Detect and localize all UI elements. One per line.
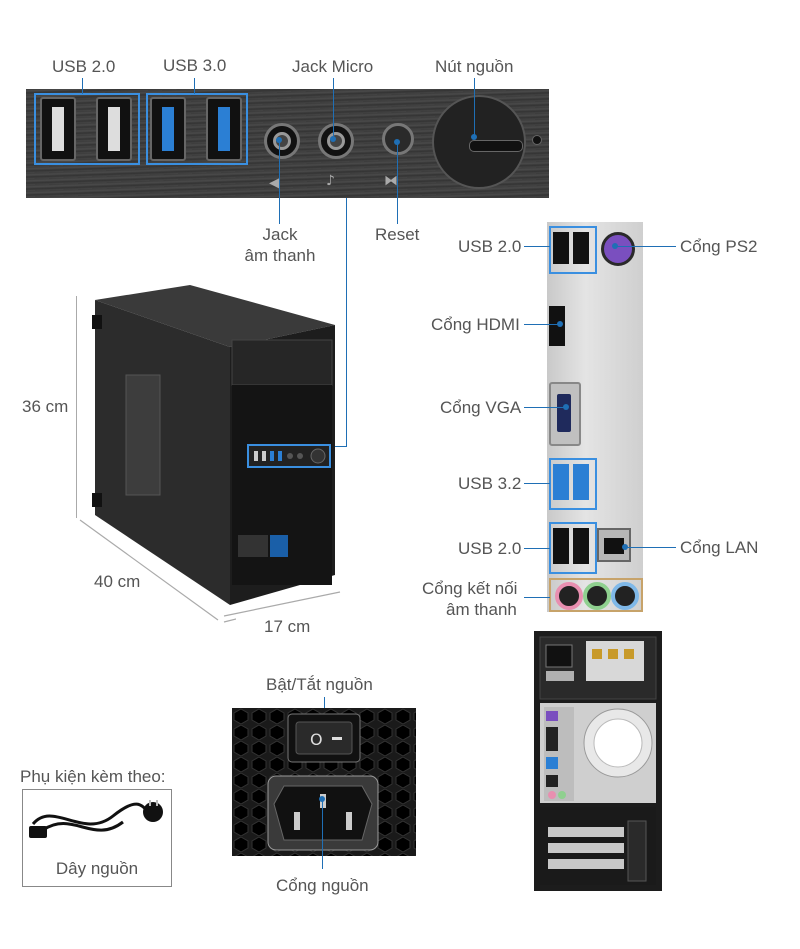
speaker-icon: ◀ xyxy=(269,175,280,191)
front-panel-closeup: ◀ ♪ ⧓ xyxy=(26,89,549,198)
front-usb30-label: USB 3.0 xyxy=(163,56,227,75)
accessory-heading: Phụ kiện kèm theo: xyxy=(20,767,166,786)
accessory-box: Dây nguồn xyxy=(22,789,172,887)
reset-leader xyxy=(397,142,398,224)
usb30-port-2 xyxy=(206,97,242,161)
power-cable-image xyxy=(29,800,163,838)
usb30-leader xyxy=(194,78,195,94)
power-cable-label: Dây nguồn xyxy=(55,859,139,878)
audio-jack-front xyxy=(264,123,300,159)
audio-ports-label-2: âm thanh xyxy=(446,600,517,619)
lan-label: Cổng LAN xyxy=(680,538,759,557)
depth-label: 40 cm xyxy=(94,572,141,591)
height-dimension-line xyxy=(76,296,77,518)
power-button-label: Nút nguồn xyxy=(435,57,514,76)
usb30-port-1 xyxy=(150,97,186,161)
power-button xyxy=(432,95,526,189)
usb20-port-1 xyxy=(40,97,76,161)
usb20-leader xyxy=(82,78,83,94)
jack-audio-label-1: Jack xyxy=(262,225,298,244)
ps2-label: Cổng PS2 xyxy=(680,237,758,256)
width-label: 17 cm xyxy=(264,617,311,636)
usb20-port-2 xyxy=(96,97,132,161)
rear-io-plate xyxy=(547,222,643,612)
audio-jack-blue xyxy=(611,582,639,610)
usb30-highlight-box xyxy=(146,93,248,165)
hdmi-label: Cổng HDMI xyxy=(431,315,520,334)
usb32-label: USB 3.2 xyxy=(458,474,522,493)
vga-port xyxy=(549,382,581,446)
mic-jack-front xyxy=(318,123,354,159)
mic-leader xyxy=(333,78,334,138)
usb32-box xyxy=(549,458,597,510)
power-supply-closeup: O xyxy=(232,708,416,856)
rear-usb20-bottom-label: USB 2.0 xyxy=(458,539,522,558)
audio-jack-green xyxy=(583,582,611,610)
power-leader xyxy=(474,78,475,136)
power-switch-label: Bật/Tắt nguồn xyxy=(266,675,373,694)
vga-label: Cổng VGA xyxy=(440,398,522,417)
power-led xyxy=(532,135,542,145)
rear-usb20-top-label: USB 2.0 xyxy=(458,237,522,256)
usb20-bottom-box xyxy=(549,522,597,574)
audio-ports-label-1: Cổng kết nối xyxy=(422,579,518,598)
usb20-highlight-box xyxy=(34,93,140,165)
reset-icon: ⧓ xyxy=(384,173,398,189)
pc-case-illustration xyxy=(92,285,335,605)
rear-case-photo xyxy=(534,631,662,891)
mic-icon: ♪ xyxy=(326,173,335,189)
ps2-port xyxy=(601,232,635,266)
usb20-top-box xyxy=(549,226,597,274)
audio-leader xyxy=(279,140,280,224)
jack-audio-label-2: âm thanh xyxy=(244,246,316,265)
front-usb20-label: USB 2.0 xyxy=(52,57,116,76)
svg-text:O: O xyxy=(310,730,323,749)
depth-width-dimension-lines xyxy=(79,519,236,623)
height-label: 36 cm xyxy=(22,397,69,416)
jack-micro-label: Jack Micro xyxy=(292,57,374,76)
front-panel-connector-line xyxy=(346,198,347,446)
audio-box xyxy=(549,578,643,612)
reset-label: Reset xyxy=(375,225,420,244)
lan-port xyxy=(597,528,631,562)
power-socket-label: Cổng nguồn xyxy=(276,876,369,895)
audio-jack-pink xyxy=(555,582,583,610)
